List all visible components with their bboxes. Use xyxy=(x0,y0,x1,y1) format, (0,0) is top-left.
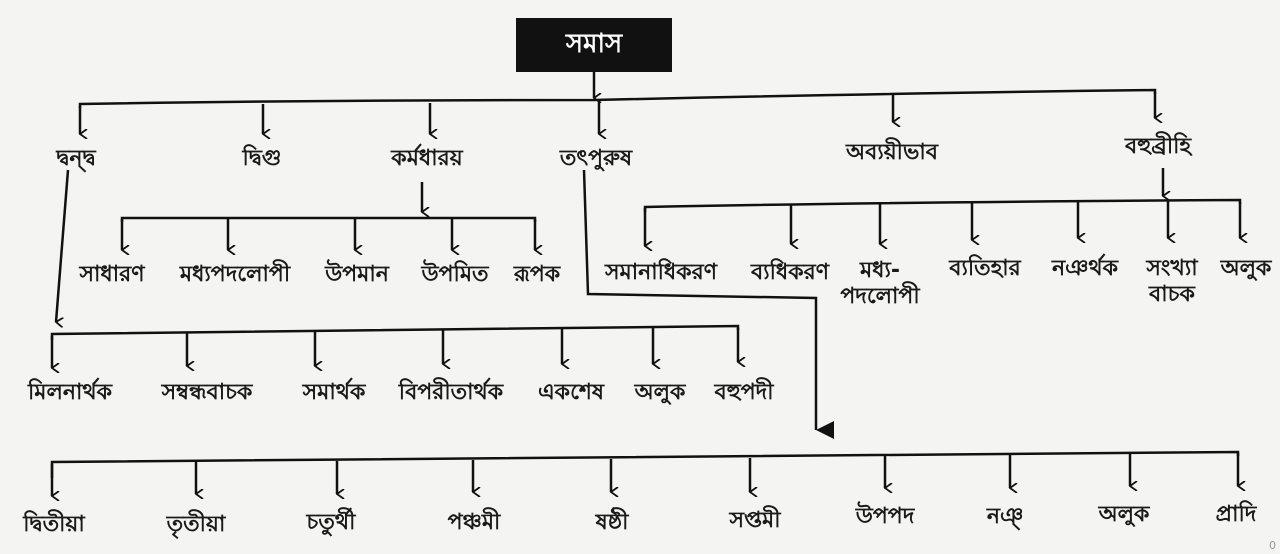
bahubrihi-item: সমানাধিকরণ xyxy=(604,260,718,285)
dvandva-item: মিলনার্থক xyxy=(27,380,113,405)
bahubrihi-item: ব্যধিকরণ xyxy=(750,260,830,285)
node-bahubrihi: বহুব্রীহি xyxy=(1124,134,1192,159)
root-node: সমাস xyxy=(516,18,672,72)
bahubrihi-item: ব্যতিহার xyxy=(949,256,1021,281)
bahubrihi-item: মধ্য- পদলোপী xyxy=(840,258,920,309)
node-abyayibhab: অব্যয়ীভাব xyxy=(846,140,938,165)
tatpurush-item: তৃতীয়া xyxy=(166,512,226,537)
node-dvandva: দ্বন্দ্ব xyxy=(56,146,96,171)
karmadharay-item: উপমান xyxy=(325,262,389,287)
bahubrihi-item: অলুক xyxy=(1220,256,1272,281)
tatpurush-item: অলুক xyxy=(1098,502,1150,527)
karmadharay-item: রূপক xyxy=(513,262,561,287)
dvandva-item: সমার্থক xyxy=(302,380,366,405)
corner-mark: 0 xyxy=(1269,539,1276,552)
karmadharay-item: উপমিত xyxy=(421,262,489,287)
tatpurush-item: প্রাদি xyxy=(1215,502,1257,527)
tatpurush-item: উপপদ xyxy=(855,504,915,529)
dvandva-item: বিপরীতার্থক xyxy=(398,380,504,405)
node-tatpurush: তৎপুরুষ xyxy=(559,146,633,171)
node-dvigu: দ্বিগু xyxy=(242,146,282,171)
karmadharay-item: সাধারণ xyxy=(79,262,145,287)
dvandva-item: বহুপদী xyxy=(714,380,774,405)
dvandva-item: অলুক xyxy=(634,380,686,405)
node-karmadharay: কর্মধারয় xyxy=(391,146,463,171)
bahubrihi-item: নঞর্থক xyxy=(1052,256,1118,281)
dvandva-item: সম্বন্ধবাচক xyxy=(161,380,253,405)
tatpurush-item: পঞ্চমী xyxy=(447,510,501,535)
tatpurush-item: সপ্তমী xyxy=(729,508,781,533)
karmadharay-item: মধ্যপদলোপী xyxy=(179,262,291,287)
dvandva-item: একশেষ xyxy=(537,380,605,405)
tatpurush-item: ষষ্ঠী xyxy=(595,510,629,535)
tatpurush-item: চতুর্থী xyxy=(306,510,356,535)
bahubrihi-item: সংখ্যা বাচক xyxy=(1146,256,1198,307)
tatpurush-item: নঞ্ xyxy=(986,504,1024,529)
tatpurush-item: দ্বিতীয়া xyxy=(23,512,85,537)
